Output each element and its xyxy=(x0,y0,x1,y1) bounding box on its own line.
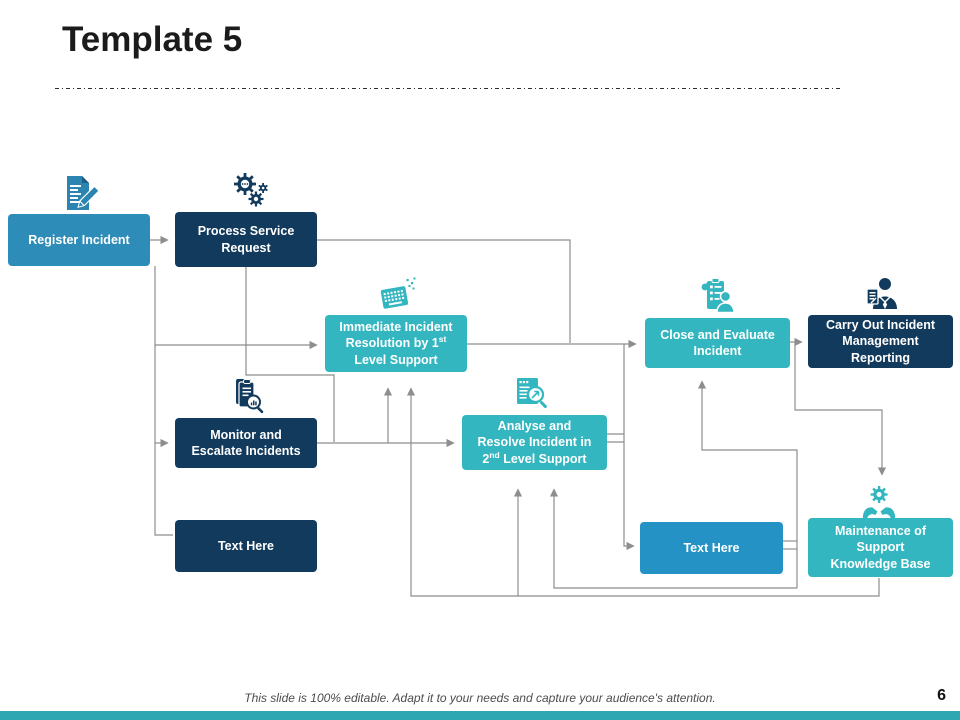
document-pencil-icon xyxy=(57,171,101,215)
clipboard-search-icon xyxy=(223,374,267,418)
footer-note: This slide is 100% editable. Adapt it to… xyxy=(244,691,716,705)
document-search-icon xyxy=(506,373,550,417)
clipboard-person-icon xyxy=(694,274,738,318)
connector-left-spine xyxy=(154,266,173,536)
slide-title: Template 5 xyxy=(62,20,243,59)
flow-node-text-here-right[interactable]: Text Here xyxy=(640,522,783,574)
connector-junction-to-texthere xyxy=(623,344,635,551)
hands-gear-icon xyxy=(857,482,901,526)
bottom-accent-bar xyxy=(0,711,960,720)
gears-icon xyxy=(224,168,268,212)
flow-node-text-here-left[interactable]: Text Here xyxy=(175,520,317,572)
title-separator-line xyxy=(55,88,843,89)
page-number: 6 xyxy=(937,687,946,704)
keyboard-icon xyxy=(372,272,416,316)
person-report-icon xyxy=(857,272,901,316)
flow-node-register-incident[interactable]: Register Incident xyxy=(8,214,150,266)
